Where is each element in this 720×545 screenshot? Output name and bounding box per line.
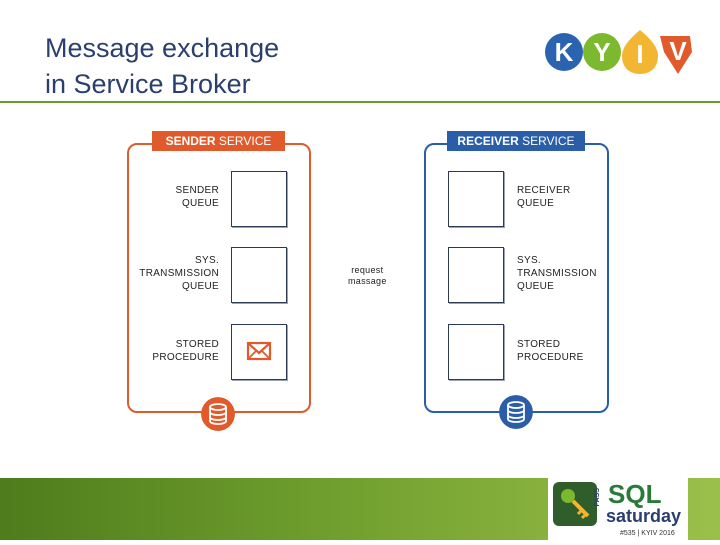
sender-procedure-label: STORED PROCEDURE — [130, 338, 219, 364]
sender-procedure-label-line2: PROCEDURE — [152, 352, 219, 363]
receiver-procedure-box — [448, 324, 504, 380]
receiver-procedure-label: STORED PROCEDURE — [517, 338, 607, 364]
sql-saturday-logo — [553, 482, 597, 526]
saturday-text: saturday — [606, 506, 682, 526]
receiver-service-label-rest: SERVICE — [518, 134, 575, 148]
pass-text: PASS — [594, 488, 601, 507]
sender-queue-label-line1: SENDER — [175, 185, 219, 196]
receiver-queue-label-line1: RECEIVER — [517, 185, 571, 196]
sender-procedure-label-line1: STORED — [175, 339, 219, 350]
receiver-queue-label: RECEIVER QUEUE — [517, 184, 607, 210]
sender-queue-label-line2: QUEUE — [181, 198, 219, 209]
sender-transmission-label-line2: TRANSMISSION — [139, 268, 219, 279]
title-divider — [0, 101, 720, 103]
receiver-service-label-bold: RECEIVER — [457, 134, 519, 148]
receiver-transmission-label-line2: TRANSMISSION — [517, 268, 597, 279]
envelope-icon — [246, 341, 272, 361]
sender-transmission-label-line1: SYS. — [195, 255, 219, 266]
sql-text: SQL — [608, 479, 662, 509]
receiver-queue-box — [448, 171, 504, 227]
sender-database-icon — [201, 397, 235, 431]
sender-queue-label: SENDER QUEUE — [140, 184, 219, 210]
receiver-procedure-label-line1: STORED — [517, 339, 561, 350]
slide-title-line1: Message exchange — [45, 33, 280, 63]
receiver-transmission-queue-box — [448, 247, 504, 303]
slide-title-line2: in Service Broker — [45, 69, 251, 99]
svg-text:V: V — [669, 36, 687, 66]
svg-text:I: I — [636, 39, 643, 69]
receiver-transmission-label: SYS. TRANSMISSION QUEUE — [517, 254, 612, 293]
receiver-transmission-label-line3: QUEUE — [517, 281, 555, 292]
sql-saturday-badge: PASS SQL saturday #535 | KYIV 2016 — [548, 478, 688, 540]
receiver-service-label: RECEIVER SERVICE — [447, 131, 585, 151]
kyiv-logo: K Y I V — [545, 30, 692, 74]
receiver-queue-label-line2: QUEUE — [517, 198, 555, 209]
sender-transmission-label-line3: QUEUE — [181, 281, 219, 292]
badge-caption: #535 | KYIV 2016 — [620, 530, 675, 537]
sender-queue-box — [231, 171, 287, 227]
receiver-database-icon — [499, 395, 533, 429]
slide-title: Message exchange in Service Broker — [45, 30, 279, 102]
sender-service-label: SENDER SERVICE — [152, 131, 285, 151]
receiver-procedure-label-line2: PROCEDURE — [517, 352, 584, 363]
request-message-label: request massage — [348, 265, 387, 287]
request-message-label-line1: request — [351, 265, 384, 275]
sender-transmission-queue-box — [231, 247, 287, 303]
svg-text:Y: Y — [593, 37, 610, 67]
request-message-label-line2: massage — [348, 276, 387, 286]
sender-procedure-box — [231, 324, 287, 380]
sender-service-label-rest: SERVICE — [215, 134, 272, 148]
sender-service-label-bold: SENDER — [165, 134, 216, 148]
sender-transmission-label: SYS. TRANSMISSION QUEUE — [125, 254, 219, 293]
receiver-transmission-label-line1: SYS. — [517, 255, 541, 266]
svg-text:K: K — [555, 37, 574, 67]
